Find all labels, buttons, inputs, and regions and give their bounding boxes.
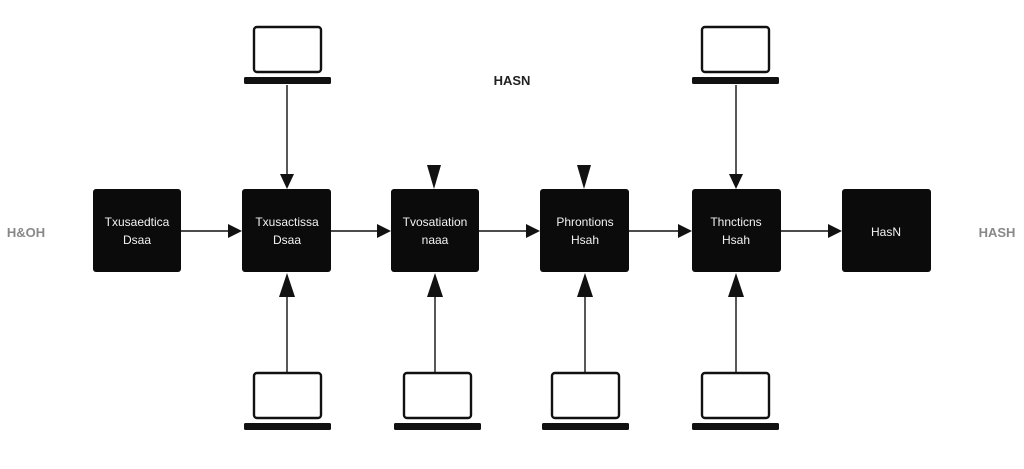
arrowhead-bottom-laptop-4	[728, 273, 744, 297]
node-box	[93, 189, 181, 272]
node-n1: Txusaedtica Dsaa	[93, 189, 181, 272]
laptop-icon	[692, 25, 779, 84]
node-line1: HasN	[871, 225, 901, 239]
node-box	[692, 189, 781, 272]
laptop-icon	[244, 25, 331, 84]
diagram-title: HASN	[494, 73, 531, 88]
node-line2: Dsaa	[273, 233, 301, 247]
laptop-base	[394, 423, 481, 430]
arrowhead-bottom-laptop-3	[577, 273, 593, 297]
arrowhead-n2-n3	[377, 224, 391, 238]
side-label-left: H&OH	[7, 225, 45, 240]
laptop-base	[244, 77, 331, 84]
laptop-icon	[394, 371, 481, 430]
node-n6: HasN	[842, 189, 931, 272]
node-box	[540, 189, 629, 272]
node-line1: Thncticns	[710, 215, 761, 229]
arrowhead-bottom-laptop-1	[279, 273, 295, 297]
laptop-icon	[244, 371, 331, 430]
laptop-screen	[402, 371, 473, 420]
laptop-base	[692, 423, 779, 430]
node-line1: Txusaedtica	[105, 215, 170, 229]
laptop-screen	[550, 371, 621, 420]
node-line2: Dsaa	[123, 233, 151, 247]
node-n4: Phrontions Hsah	[540, 189, 629, 272]
laptop-screen	[252, 25, 323, 74]
top-edges	[280, 85, 743, 189]
arrowhead-n3-n4	[526, 224, 540, 238]
node-line1: Phrontions	[556, 215, 613, 229]
laptop-icon	[692, 371, 779, 430]
node-box	[842, 189, 931, 272]
node-line1: Tvosatiation	[403, 215, 468, 229]
node-n2: Txusactissa Dsaa	[242, 189, 331, 272]
laptop-icon	[542, 371, 629, 430]
node-box	[242, 189, 331, 272]
node-line2: Hsah	[571, 233, 599, 247]
laptop-screen	[252, 371, 323, 420]
laptop-base	[542, 423, 629, 430]
arrowhead-top-laptop-1	[280, 174, 294, 189]
arrowhead-top-laptop-2	[729, 174, 743, 189]
node-n5: Thncticns Hsah	[692, 189, 781, 272]
laptop-screen	[700, 371, 771, 420]
node-line2: Hsah	[722, 233, 750, 247]
laptop-base	[244, 423, 331, 430]
node-box	[391, 189, 479, 272]
node-n3: Tvosatiation naaa	[391, 189, 479, 272]
arrowhead-top-input-n3	[427, 165, 441, 189]
side-label-right: HASH	[979, 225, 1016, 240]
laptop-screen	[700, 25, 771, 74]
chain-edges	[181, 224, 842, 238]
arrowhead-top-input-n4	[577, 165, 591, 189]
arrowhead-n1-n2	[228, 224, 242, 238]
bottom-edges	[279, 273, 744, 372]
arrowhead-n5-n6	[828, 224, 842, 238]
laptop-base	[692, 77, 779, 84]
arrowhead-n4-n5	[678, 224, 692, 238]
node-line1: Txusactissa	[255, 215, 319, 229]
arrowhead-bottom-laptop-2	[427, 273, 443, 297]
node-line2: naaa	[422, 233, 449, 247]
